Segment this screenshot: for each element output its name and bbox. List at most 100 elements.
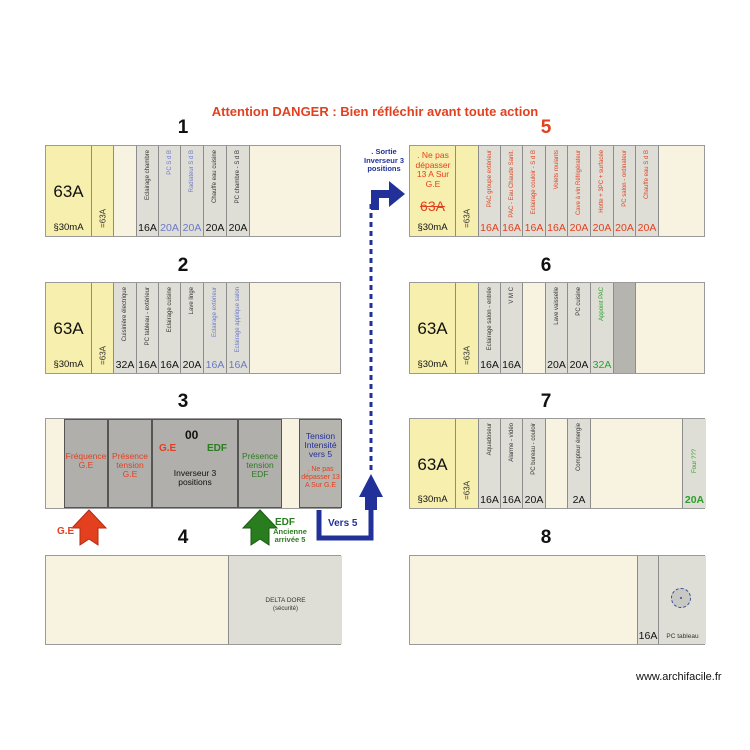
circuit-amp: 16A (502, 222, 521, 234)
circuit-breaker[interactable]: Cuisinière électrique 32A (114, 283, 137, 373)
diff-rating: §30mA (417, 359, 448, 370)
circuit-breaker[interactable]: PC S d B 20A (159, 146, 181, 236)
circuit-breaker[interactable]: Lave linge 20A (181, 283, 204, 373)
row-number-2: 2 (177, 255, 189, 276)
presence-edf-label: Présence tension EDF (242, 451, 278, 479)
circuit-amp: 20A (524, 494, 544, 506)
circuit-breaker[interactable]: Volets roulants 16A (546, 146, 568, 236)
main-breaker-1[interactable]: 63A §30mA (46, 146, 92, 236)
struck-rating: 63A (420, 198, 445, 214)
row-number-8: 8 (540, 527, 552, 548)
frequency-ge-module[interactable]: Fréquence G.E (64, 419, 108, 508)
circuit-breaker[interactable]: PC tableau - extérieur 16A (137, 283, 159, 373)
small-breaker-5[interactable]: =63A (456, 146, 479, 236)
tension-label: Tension Intensité vers 5 (304, 431, 337, 459)
small-breaker-1[interactable]: =63A (92, 146, 114, 236)
circuit-amp: 16A (160, 359, 179, 371)
circuit-breaker[interactable]: Aquadoseur 16A (479, 419, 501, 508)
circuit-amp: 20A (547, 359, 566, 371)
pc-tableau-module[interactable]: PC tableau (659, 556, 706, 644)
circuit-amp: 32A (592, 359, 612, 371)
circuit-breaker[interactable]: PC salon - ordinateur 20A (614, 146, 636, 236)
presence-ge-module[interactable]: Présence tension G.E (108, 419, 152, 508)
small-breaker-7[interactable]: =63A (456, 419, 479, 508)
circuit-breaker[interactable]: PC bureau - couloir 20A (523, 419, 546, 508)
limit-note: . Ne pas dépasser 13 A Sur G.E (415, 150, 451, 189)
circuit-amp: 16A (547, 222, 566, 234)
circuit-breaker[interactable]: Eclairage couloir - S d B 16A (523, 146, 546, 236)
row-number-5: 5 (540, 117, 552, 138)
circuit-breaker[interactable]: PAC - Eau Chaude Sanit. 16A (501, 146, 523, 236)
circuit-breaker[interactable]: Radiateur S d B 20A (181, 146, 204, 236)
circuit-breaker[interactable]: PC chambre - S d B 20A (227, 146, 250, 236)
circuit-breaker[interactable]: Eclairage chambre 16A (137, 146, 159, 236)
circuit-amp: 16A (205, 359, 225, 371)
edf-arrow-label: EDF (275, 517, 295, 528)
circuit-amp: 20A (160, 222, 179, 234)
circuit-breaker[interactable]: Lave vaisselle 20A (546, 283, 568, 373)
row-number-3: 3 (177, 391, 189, 412)
tension-intensity-module[interactable]: Tension Intensité vers 5 . Ne pas dépass… (299, 419, 342, 508)
panel-row-5: . Ne pas dépasser 13 A Sur G.E 63A §30mA… (409, 145, 705, 237)
circuit-amp: 2A (572, 494, 586, 506)
empty-slot (114, 146, 137, 236)
panel-row-4: DELTA DORE (sécurité) (45, 555, 342, 645)
panel-row-2: 63A §30mA =63A Cuisinière électrique 32A… (45, 282, 341, 374)
circuit-amp: 16A (502, 494, 521, 506)
delta-dore-module[interactable]: DELTA DORE (sécurité) (228, 556, 342, 644)
empty-slot (523, 283, 546, 373)
circuit-breaker[interactable]: Alarme - vidéo 16A (501, 419, 523, 508)
circuit-breaker[interactable]: V M C 16A (501, 283, 523, 373)
circuit-amp: 16A (524, 222, 544, 234)
circuit-breaker[interactable]: 16A (637, 556, 659, 644)
circuit-amp: 16A (480, 494, 499, 506)
circuit-breaker[interactable]: Eclairage applique salon 16A (227, 283, 250, 373)
circuit-breaker[interactable]: Appoint PAC 32A (591, 283, 614, 373)
circuit-breaker[interactable]: Chauffe eau cuisine 20A (204, 146, 227, 236)
panel-row-1: 63A §30mA =63A Eclairage chambre 16A PC … (45, 145, 341, 237)
inverter-label: Inverseur 3 positions (173, 468, 217, 487)
main-breaker-5[interactable]: . Ne pas dépasser 13 A Sur G.E 63A §30mA (410, 146, 456, 236)
breaker-rating: 63A (417, 455, 448, 474)
main-breaker-7[interactable]: 63A §30mA (410, 419, 456, 508)
diff-rating: §30mA (417, 494, 448, 505)
circuit-amp: 20A (637, 222, 657, 234)
edf-arrow-sublabel: Ancienne arrivée 5 (273, 527, 307, 544)
presence-edf-module[interactable]: Présence tension EDF (238, 419, 282, 508)
circuit-breaker[interactable]: PC cuisine 20A (568, 283, 591, 373)
circuit-amp: 20A (228, 222, 248, 234)
circuit-amp: 16A (638, 630, 658, 642)
circuit-breaker[interactable]: Eclairage extérieur 16A (204, 283, 227, 373)
inverter-module[interactable]: 00 G.E EDF Inverseur 3 positions (152, 419, 238, 508)
four-breaker[interactable]: Four ??? 20A (682, 419, 706, 508)
blank-module (614, 283, 636, 373)
circuit-breaker[interactable]: Hotte + 3PC + surfacée 20A (591, 146, 614, 236)
circuit-breaker[interactable]: Chauffe eau S d B 20A (636, 146, 659, 236)
circuit-amp: 16A (138, 359, 157, 371)
circuit-amp: 16A (480, 359, 499, 371)
circuit-breaker[interactable]: Cave à vin Réfrigérateur 20A (568, 146, 591, 236)
circuit-breaker[interactable]: Eclairage salon - entrée 16A (479, 283, 501, 373)
circuit-amp: 20A (615, 222, 634, 234)
row-number-1: 1 (177, 117, 189, 138)
row-number-4: 4 (177, 527, 189, 548)
row-number-7: 7 (540, 391, 552, 412)
circuit-amp: 16A (502, 359, 521, 371)
sortie-label: . Sortie Inverseur 3 positions (363, 147, 405, 173)
diff-rating: §30mA (417, 222, 448, 233)
vers5-line (316, 495, 374, 541)
circuit-breaker[interactable]: Compteur énergie 2A (568, 419, 591, 508)
circuit-breaker[interactable]: PAC groupe extérieur 16A (479, 146, 501, 236)
four-amp: 20A (684, 494, 705, 506)
circuit-amp: 20A (205, 222, 225, 234)
circuit-breaker[interactable]: Eclairage cuisine 16A (159, 283, 181, 373)
main-breaker-2[interactable]: 63A §30mA (46, 283, 92, 373)
main-breaker-6[interactable]: 63A §30mA (410, 283, 456, 373)
site-credit[interactable]: www.archifacile.fr (636, 671, 722, 683)
danger-warning: Attention DANGER : Bien réfléchir avant … (211, 104, 539, 119)
circuit-amp: 32A (115, 359, 135, 371)
small-breaker-2[interactable]: =63A (92, 283, 114, 373)
inverter-position: 00 (185, 428, 199, 442)
small-breaker-6[interactable]: =63A (456, 283, 479, 373)
